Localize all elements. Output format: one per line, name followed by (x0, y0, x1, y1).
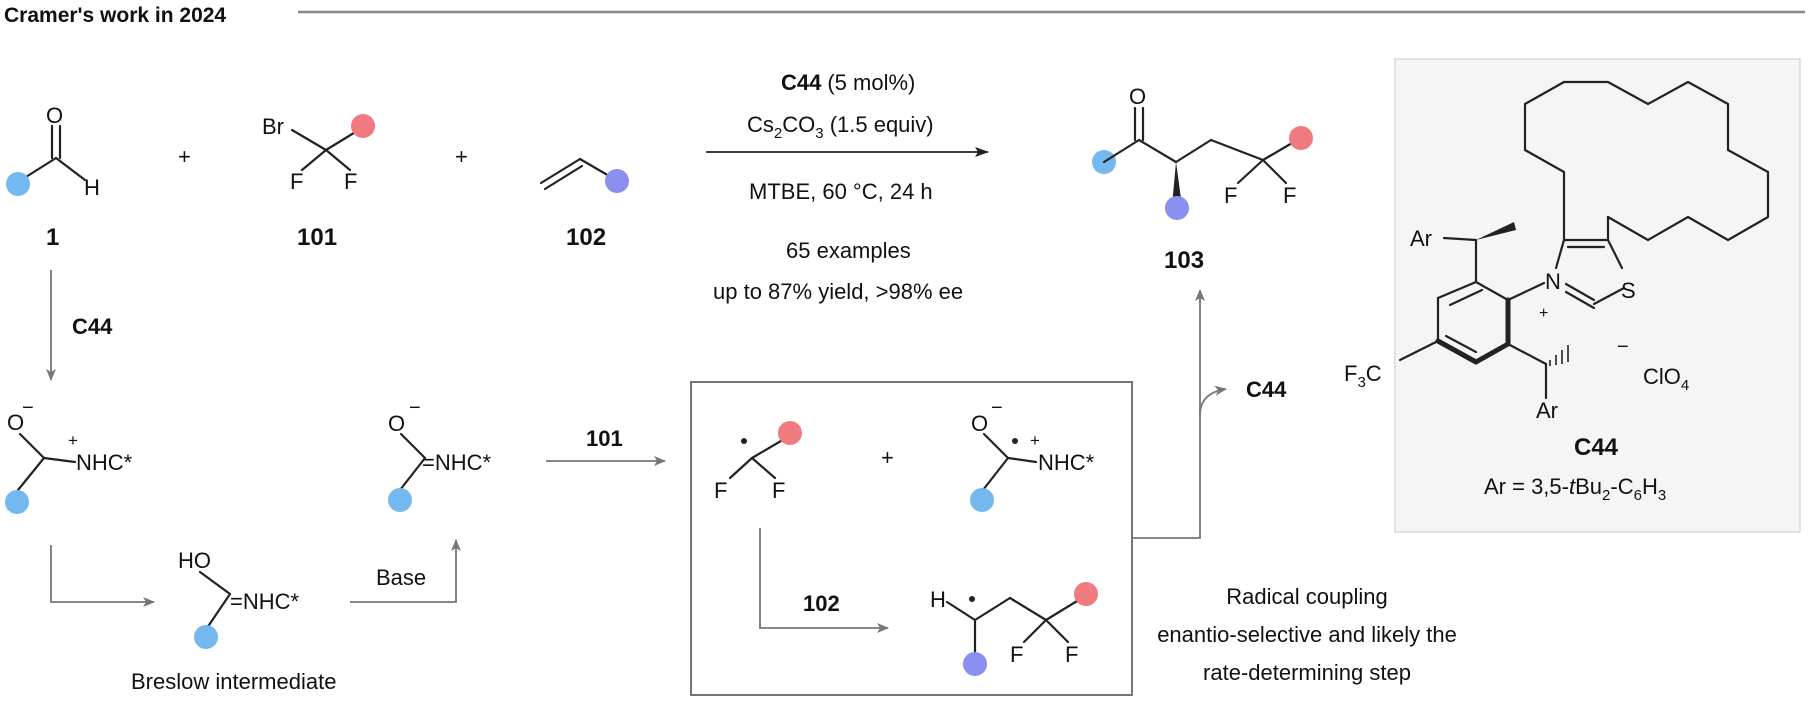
svg-text:F: F (290, 169, 303, 194)
label-compound-1: 1 (46, 224, 59, 251)
svg-text:+: + (1539, 305, 1548, 322)
label-compound-102: 102 (566, 224, 606, 251)
svg-text:F: F (772, 478, 785, 503)
arrow-to-product (1132, 289, 1205, 539)
arrow-base-step (350, 539, 461, 603)
label-compound-101: 101 (297, 224, 337, 251)
svg-text:=NHC*: =NHC* (230, 589, 300, 614)
blue-substituent (6, 172, 30, 196)
note-line-2: enantio-selective and likely the (1157, 622, 1457, 647)
difluoroalkyl-radical: F F (714, 421, 802, 503)
plus-sign: + (881, 445, 894, 470)
svg-text:F: F (1065, 642, 1078, 667)
ketyl-radical: O − NHC* + (970, 397, 1095, 512)
released-catalyst-label: C44 (1246, 377, 1287, 402)
page-title: Cramer's work in 2024 (4, 4, 226, 27)
plus-sign: + (455, 144, 468, 169)
catalyst-ar-definition: Ar = 3,5-tBu2-C6H3 (1484, 474, 1666, 504)
label-compound-103: 103 (1164, 247, 1204, 274)
svg-text:+: + (68, 431, 78, 450)
svg-text:F: F (344, 169, 357, 194)
note-line-3: rate-determining step (1203, 660, 1411, 685)
catalyst-structure: N + S Ar Ar F3C − (1344, 80, 1770, 423)
svg-text:−: − (22, 397, 34, 419)
enolate: O − =NHC* (388, 397, 492, 512)
svg-text:O: O (388, 411, 405, 436)
svg-text:−: − (409, 397, 421, 419)
svg-text:Ar: Ar (1410, 226, 1432, 251)
plus-sign: + (178, 144, 191, 169)
breslow-intermediate: HO =NHC* (178, 548, 300, 649)
svg-text:O: O (7, 410, 24, 435)
note-line-1: Radical coupling (1226, 584, 1387, 609)
conditions-examples: 65 examples (786, 238, 911, 263)
svg-text:F: F (1010, 642, 1023, 667)
catalyst-name: C44 (1574, 434, 1619, 461)
svg-text:O: O (1129, 84, 1146, 109)
svg-text:Ar: Ar (1536, 398, 1558, 423)
base-label: Base (376, 565, 426, 590)
svg-text:H: H (84, 175, 100, 200)
product-structure: O F F (1092, 84, 1313, 220)
svg-text:+: + (1030, 431, 1040, 450)
svg-text:F: F (714, 478, 727, 503)
svg-text:−: − (991, 397, 1003, 419)
svg-text:HO: HO (178, 548, 211, 573)
svg-text:F: F (1224, 183, 1237, 208)
alkyl-radical-adduct: H F F (930, 582, 1098, 676)
svg-text:ClO4: ClO4 (1643, 364, 1689, 394)
purple-substituent (605, 169, 629, 193)
conditions-base: Cs2CO3 (1.5 equiv) (747, 112, 934, 142)
conditions-solvent: MTBE, 60 °C, 24 h (749, 179, 933, 204)
alkene-structure (539, 157, 629, 193)
breslow-name: Breslow intermediate (131, 669, 336, 694)
svg-text:O: O (971, 411, 988, 436)
svg-text:O: O (46, 103, 63, 128)
bromodifluoro-structure: Br F F (262, 114, 375, 194)
alkoxide-adduct: O − NHC* + (5, 397, 133, 514)
arrow-radical-addition (759, 528, 889, 633)
svg-text:F3C: F3C (1344, 361, 1382, 391)
svg-text:Br: Br (262, 114, 284, 139)
conditions-yield: up to 87% yield, >98% ee (713, 279, 963, 304)
catalyst-panel (1394, 58, 1801, 533)
svg-text:NHC*: NHC* (1038, 450, 1095, 475)
aldehyde-structure: O H (6, 103, 100, 200)
svg-text:N: N (1545, 269, 1561, 294)
svg-text:F: F (1283, 183, 1296, 208)
arrow-catalyst-release (1199, 385, 1227, 416)
svg-text:−: − (1617, 336, 1629, 358)
red-substituent (351, 114, 375, 138)
svg-text:=NHC*: =NHC* (422, 450, 492, 475)
svg-text:NHC*: NHC* (76, 450, 133, 475)
reagent-102-label: 102 (803, 591, 840, 616)
svg-text:H: H (930, 587, 946, 612)
reagent-101-label: 101 (586, 426, 623, 451)
arrow-to-breslow (50, 545, 155, 607)
svg-text:S: S (1621, 278, 1636, 303)
mechanism-catalyst-label: C44 (72, 314, 113, 339)
conditions-catalyst: C44(5 mol%) (781, 70, 915, 95)
